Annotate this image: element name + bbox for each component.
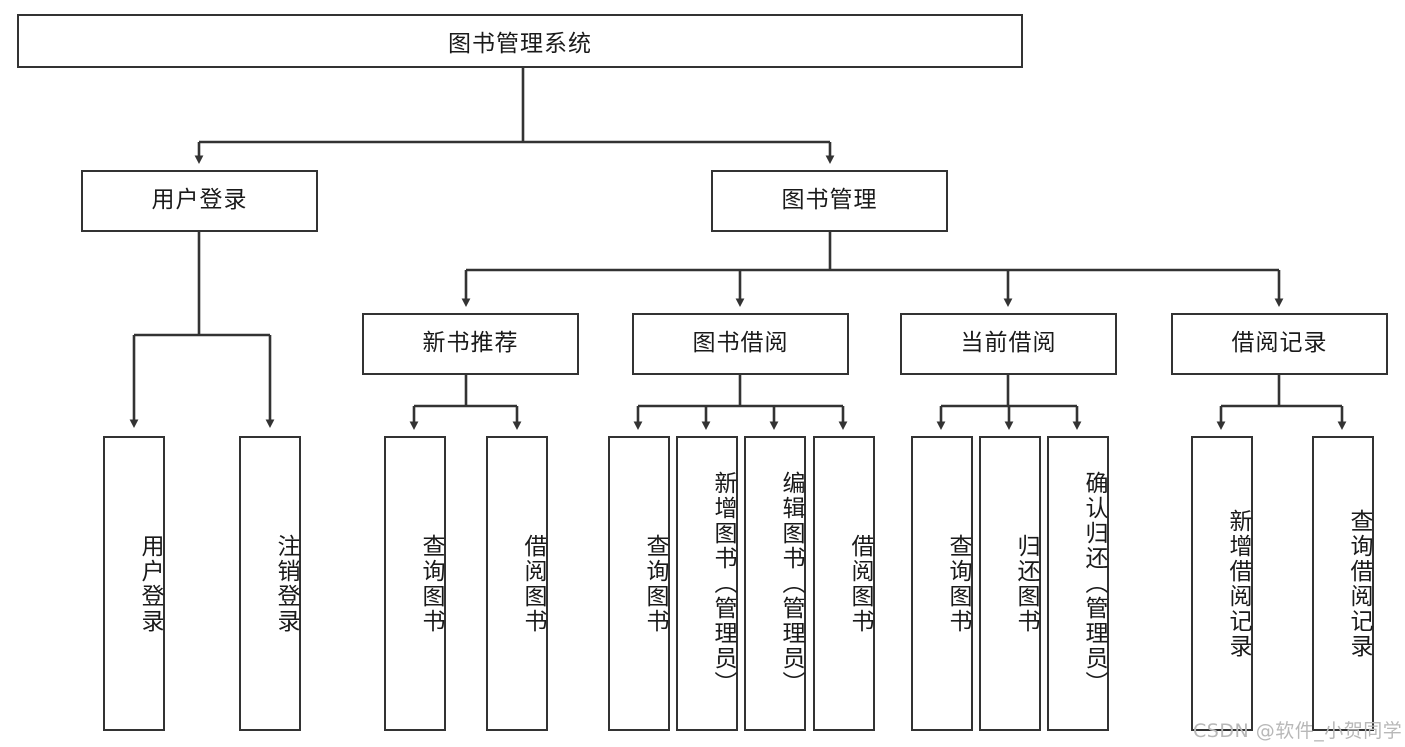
node-new-book-recommend[interactable]: 新书推荐 [362, 313, 579, 375]
leaf-new-book-query[interactable]: 查询图书 [384, 436, 446, 731]
leaf-label: 查询图书 [642, 533, 668, 634]
node-label: 新书推荐 [422, 330, 519, 357]
node-current-borrow[interactable]: 当前借阅 [900, 313, 1117, 375]
leaf-user-login-login[interactable]: 用户登录 [103, 436, 165, 731]
node-label: 图书借阅 [692, 330, 789, 357]
node-label: 借阅记录 [1231, 330, 1328, 357]
leaf-label: 新增借阅记录 [1225, 508, 1251, 659]
node-label: 用户登录 [151, 187, 248, 214]
node-borrow-record[interactable]: 借阅记录 [1171, 313, 1388, 375]
leaf-current-borrow-return[interactable]: 归还图书 [979, 436, 1041, 731]
leaf-book-borrow-borrow[interactable]: 借阅图书 [813, 436, 875, 731]
leaf-label: 编辑图书（管理员） [778, 471, 804, 696]
node-user-login[interactable]: 用户登录 [81, 170, 318, 232]
leaf-label: 归还图书 [1013, 533, 1039, 634]
node-book-borrow[interactable]: 图书借阅 [632, 313, 849, 375]
csdn-watermark: CSDN @软件_小贺同学 [1193, 720, 1403, 742]
leaf-current-borrow-confirm[interactable]: 确认归还（管理员） [1047, 436, 1109, 731]
leaf-book-borrow-query[interactable]: 查询图书 [608, 436, 670, 731]
leaf-label: 查询借阅记录 [1346, 508, 1372, 659]
leaf-book-borrow-add[interactable]: 新增图书（管理员） [676, 436, 738, 731]
node-label: 图书管理 [781, 187, 878, 214]
leaf-borrow-record-query[interactable]: 查询借阅记录 [1312, 436, 1374, 731]
node-root-system[interactable]: 图书管理系统 [17, 14, 1023, 68]
leaf-label: 新增图书（管理员） [710, 471, 736, 696]
leaf-borrow-record-add[interactable]: 新增借阅记录 [1191, 436, 1253, 731]
node-label: 图书管理系统 [448, 31, 592, 57]
leaf-label: 借阅图书 [847, 533, 873, 634]
leaf-new-book-borrow[interactable]: 借阅图书 [486, 436, 548, 731]
leaf-label: 用户登录 [137, 533, 163, 634]
leaf-book-borrow-edit[interactable]: 编辑图书（管理员） [744, 436, 806, 731]
node-label: 当前借阅 [960, 330, 1057, 357]
leaf-label: 注销登录 [273, 533, 299, 634]
node-book-manage[interactable]: 图书管理 [711, 170, 948, 232]
leaf-label: 确认归还（管理员） [1081, 471, 1107, 696]
leaf-label: 查询图书 [945, 533, 971, 634]
leaf-current-borrow-query[interactable]: 查询图书 [911, 436, 973, 731]
leaf-user-login-logout[interactable]: 注销登录 [239, 436, 301, 731]
leaf-label: 查询图书 [418, 533, 444, 634]
leaf-label: 借阅图书 [520, 533, 546, 634]
